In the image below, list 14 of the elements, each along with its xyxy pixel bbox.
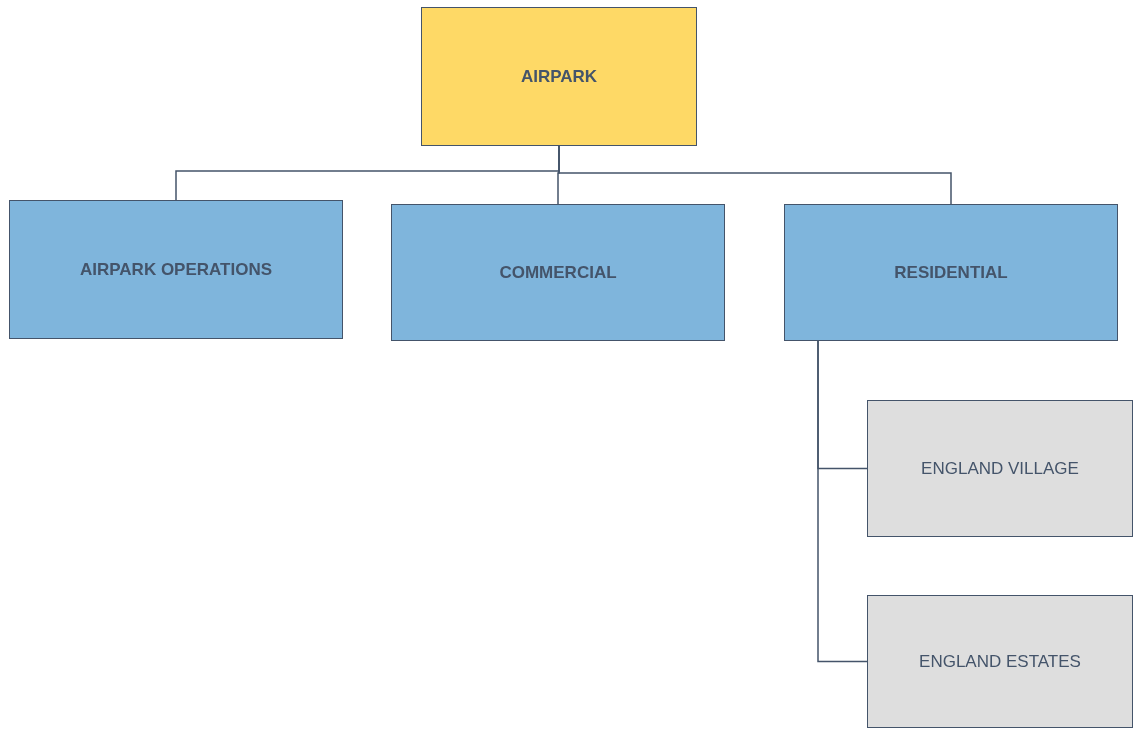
connector-line <box>558 145 952 205</box>
box-label: AIRPARK OPERATIONS <box>78 259 273 280</box>
org-box <box>421 7 697 146</box>
box-label: AIRPARK <box>519 66 599 87</box>
box-label: ENGLAND VILLAGE <box>920 458 1080 479</box>
box-label: COMMERCIAL <box>498 262 618 283</box>
box-label: ENGLAND ESTATES <box>918 651 1082 672</box>
org-box <box>867 400 1133 537</box>
org-box <box>9 200 343 339</box>
box-label: RESIDENTIAL <box>893 262 1009 283</box>
connector-line <box>817 340 868 663</box>
org-box <box>784 204 1118 341</box>
org-box <box>867 595 1133 728</box>
org-box <box>391 204 725 341</box>
